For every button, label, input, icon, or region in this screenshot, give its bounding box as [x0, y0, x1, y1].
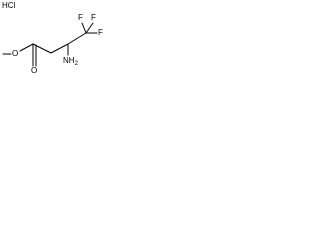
atom-carbonyl-oxygen: O [31, 66, 38, 75]
atom-fluorine-right: F [98, 28, 103, 37]
bond-o-carbonyl [19, 43, 34, 52]
amine-label: NH [63, 56, 75, 65]
atom-amine: NH2 [63, 56, 78, 68]
amine-subscript: 2 [74, 61, 78, 67]
bond-cf-top-right [85, 22, 94, 34]
bond-cf-top-left [81, 22, 87, 34]
atom-fluorine-top-right: F [91, 13, 96, 22]
atom-fluorine-top-left: F [78, 13, 83, 22]
skeletal-structure [2, 22, 98, 67]
structure-canvas: HCl O O NH2 F F F [0, 0, 106, 85]
bond-carbonyl-ch2 [32, 43, 52, 54]
bond-ch2-chn [50, 43, 69, 54]
bond-ch-cf3 [67, 32, 87, 45]
hcl-salt-label: HCl [2, 1, 16, 10]
atom-ester-oxygen: O [12, 49, 19, 58]
